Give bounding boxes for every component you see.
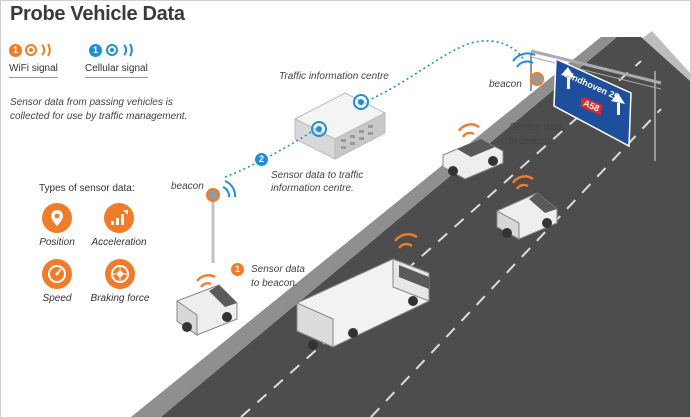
truck <box>296 233 430 350</box>
sensor-speed: Speed <box>35 259 79 304</box>
car-top-line-1: Sensor data <box>509 122 563 133</box>
beacon-left <box>206 180 237 263</box>
wifi-signal-icon <box>25 43 51 57</box>
traffic-centre-building <box>293 92 387 160</box>
step-2-line-2: information centre. <box>271 183 354 194</box>
legend-wifi: 1 <box>9 43 61 57</box>
sensor-position-label: Position <box>39 237 75 248</box>
sensor-braking-force: Braking force <box>87 259 153 304</box>
acceleration-icon <box>104 203 134 233</box>
cellular-signal-icon <box>106 43 133 57</box>
legend-cellular-label: Cellular signal <box>85 63 148 78</box>
highway <box>131 31 690 417</box>
diagram-title: Probe Vehicle Data <box>10 3 185 25</box>
step-2-label: Sensor data to traffic information centr… <box>271 169 363 195</box>
van-right <box>496 175 558 240</box>
sensor-position: Position <box>35 203 79 248</box>
step-1-line-1: Sensor data <box>251 264 305 275</box>
sensor-braking-force-label: Braking force <box>90 293 150 304</box>
legend-wifi-badge: 1 <box>9 43 22 57</box>
step-2-badge: 2 <box>255 153 268 166</box>
beacon-left-label: beacon <box>171 181 204 192</box>
car-top-line-2: to beacon. <box>509 136 556 147</box>
legend-cellular: 1 <box>89 43 145 57</box>
step-2-line-1: Sensor data to traffic <box>271 170 364 181</box>
beacon-right-label: beacon <box>489 79 522 90</box>
sensor-acceleration: Acceleration <box>89 203 149 248</box>
step-1-badge: 1 <box>231 263 244 276</box>
speedometer-icon <box>42 259 72 289</box>
step-1-label: Sensor data to beacon. <box>251 263 305 291</box>
location-pin-icon <box>42 203 72 233</box>
traffic-centre-label: Traffic information centre <box>279 71 389 82</box>
sensor-types-title: Types of sensor data: <box>39 183 135 194</box>
legend-wifi-label: WiFi signal <box>9 63 58 78</box>
sensor-speed-label: Speed <box>42 293 72 304</box>
sensor-acceleration-label: Acceleration <box>91 237 147 248</box>
step-1-line-2: to beacon. <box>251 278 298 289</box>
cellular-ring-icon <box>311 94 369 137</box>
beacon-right <box>512 52 544 86</box>
brake-disc-icon <box>105 259 135 289</box>
car-top-label: Sensor data to beacon. <box>509 121 563 149</box>
van-front-left <box>176 274 238 336</box>
sign-gantry <box>530 49 662 161</box>
description-text: Sensor data from passing vehicles is col… <box>10 97 188 122</box>
car-top <box>442 123 504 180</box>
legend-cellular-badge: 1 <box>89 43 102 57</box>
